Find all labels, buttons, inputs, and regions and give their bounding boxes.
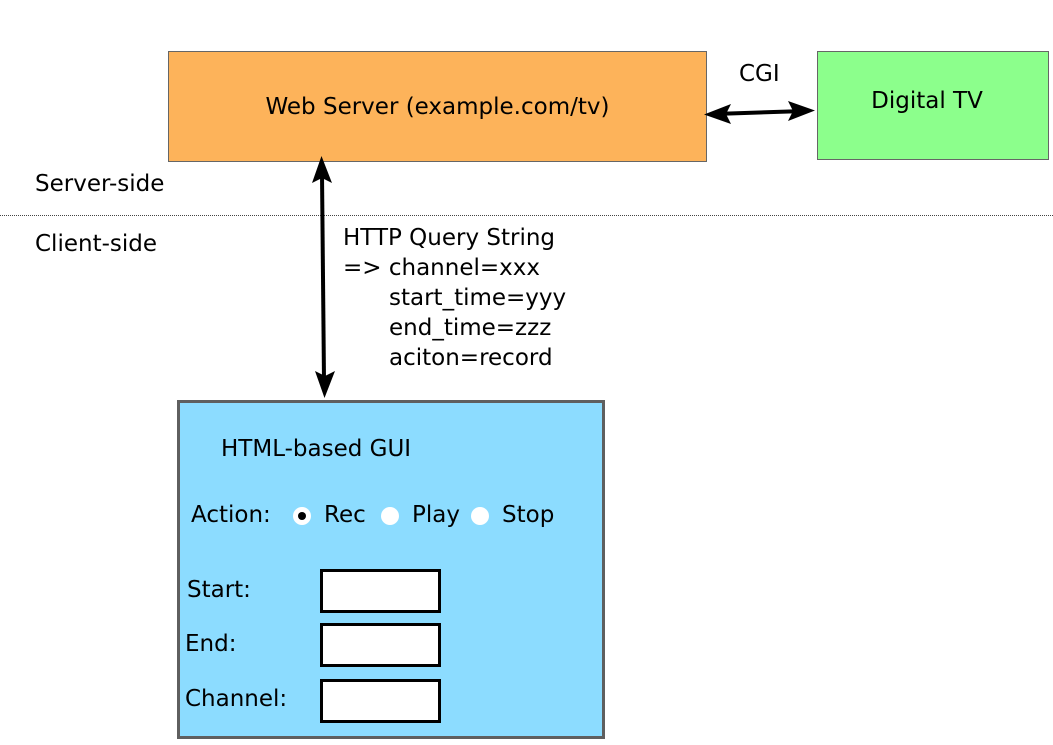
end-label: End: <box>185 631 237 657</box>
channel-input[interactable] <box>320 679 441 723</box>
action-label: Action: <box>191 502 271 528</box>
radio-rec-icon[interactable] <box>293 507 311 525</box>
radio-selected-dot <box>298 512 306 520</box>
radio-play-icon[interactable] <box>381 507 399 525</box>
gui-title: HTML-based GUI <box>221 436 412 462</box>
server-client-divider <box>0 215 1053 216</box>
start-input[interactable] <box>320 569 441 613</box>
web-server-box: Web Server (example.com/tv) <box>168 51 707 162</box>
server-side-label: Server-side <box>35 171 165 197</box>
option-play-label: Play <box>412 502 460 528</box>
start-label: Start: <box>187 577 251 603</box>
query-line-action: aciton=record <box>389 345 553 371</box>
cgi-double-arrow-icon <box>704 101 815 124</box>
option-rec-label: Rec <box>324 502 366 528</box>
query-title: HTTP Query String <box>343 225 556 251</box>
query-line-channel: => channel=xxx <box>343 255 540 281</box>
option-stop-label: Stop <box>502 502 555 528</box>
query-line-end-time: end_time=zzz <box>389 315 552 341</box>
http-double-arrow-icon <box>312 156 335 398</box>
query-line-start-time: start_time=yyy <box>389 285 567 311</box>
client-side-label: Client-side <box>35 231 158 257</box>
end-input[interactable] <box>320 623 441 667</box>
radio-stop-icon[interactable] <box>471 507 489 525</box>
web-server-label: Web Server (example.com/tv) <box>265 93 610 120</box>
digital-tv-box: Digital TV <box>817 51 1049 160</box>
cgi-label: CGI <box>739 61 780 87</box>
channel-label: Channel: <box>185 686 288 712</box>
digital-tv-label: Digital TV <box>871 88 983 114</box>
